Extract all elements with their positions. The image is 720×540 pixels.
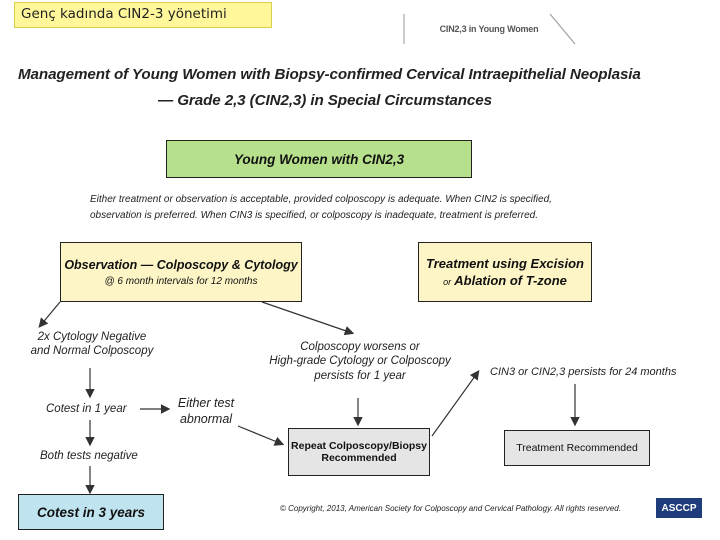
header-text: CIN2,3 in Young Women: [439, 24, 539, 34]
asccp-logo: ASCCP: [656, 498, 702, 518]
note-cytology-negative-line-1: 2x Cytology Negative: [37, 331, 147, 343]
title-line-2: — Grade 2,3 (CIN2,3) in Special Circumst…: [158, 92, 492, 109]
title-line-1: Management of Young Women with Biopsy-co…: [18, 66, 641, 83]
note-worsens-line-1: Colposcopy worsens or: [300, 341, 420, 353]
box-observation-line-2: @ 6 month intervals for 12 months: [104, 275, 258, 287]
header-decoration: [403, 13, 576, 45]
box-cotest-3-years: Cotest in 3 years: [18, 494, 164, 530]
box-treatment: Treatment using Excision or Ablation of …: [418, 242, 592, 302]
note-either-line-1: Either treatment or observation is accep…: [90, 194, 552, 205]
note-worsens-line-2: High-grade Cytology or Colposcopy: [269, 355, 451, 368]
box-observation-line-1: Observation — Colposcopy & Cytology: [64, 257, 298, 272]
note-cytology-negative: 2x Cytology Negative and Normal Colposco…: [22, 330, 162, 359]
note-either-abnormal-line-1: Either test: [177, 396, 235, 410]
note-both-negative: Both tests negative: [40, 450, 138, 462]
box-treatment-line-2: or Ablation of T-zone: [443, 273, 567, 288]
note-worsens-line-3: persists for 1 year: [314, 369, 406, 382]
box-repeat-line-2: Recommended: [321, 452, 397, 464]
note-persists-24-months: CIN3 or CIN2,3 persists for 24 months: [490, 366, 677, 378]
box-young-women-label: Young Women with CIN2,3: [233, 151, 405, 167]
arrow-repeat-to-persists: [431, 370, 480, 437]
box-observation: Observation — Colposcopy & Cytology @ 6 …: [60, 242, 302, 302]
box-treatment-recommended-label: Treatment Recommended: [516, 442, 638, 454]
arrow-obs-to-worsens: [261, 301, 355, 336]
arrow-obs-to-negative: [38, 301, 61, 328]
note-either-abnormal-line-2: abnormal: [179, 411, 233, 426]
box-repeat-colposcopy: Repeat Colposcopy/Biopsy Recommended: [288, 428, 430, 476]
note-cotest-1-year: Cotest in 1 year: [46, 403, 127, 415]
box-repeat-line-1: Repeat Colposcopy/Biopsy: [291, 440, 427, 452]
box-treatment-or: or: [443, 277, 452, 287]
note-cytology-negative-line-2: and Normal Colposcopy: [30, 345, 154, 358]
note-colposcopy-worsens: Colposcopy worsens or High-grade Cytolog…: [256, 340, 464, 383]
box-young-women: Young Women with CIN2,3: [166, 140, 472, 178]
box-treatment-line-1: Treatment using Excision: [426, 256, 584, 271]
note-either-abnormal: Either test abnormal: [168, 396, 244, 427]
arrow-abnormal-to-repeat: [237, 425, 285, 446]
box-cotest-3-years-label: Cotest in 3 years: [36, 504, 146, 520]
slide-label: Genç kadında CIN2-3 yönetimi: [14, 2, 272, 28]
note-either-line-2: observation is preferred. When CIN3 is s…: [90, 210, 538, 221]
footer-copyright: © Copyright, 2013, American Society for …: [280, 504, 621, 513]
box-treatment-recommended: Treatment Recommended: [504, 430, 650, 466]
box-treatment-ablation: Ablation of T-zone: [454, 273, 567, 288]
